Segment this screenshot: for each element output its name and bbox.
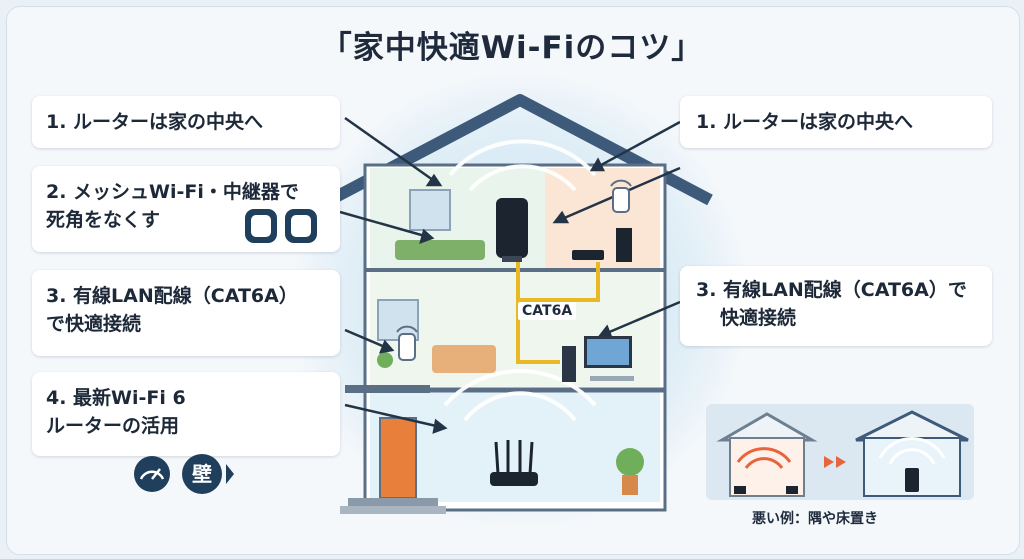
tip-mesh-wifi: 2. メッシュWi-Fi・中継器で 死角をなくす <box>32 166 340 252</box>
game-console-icon <box>572 228 632 262</box>
wifi-extender-icon <box>610 179 632 213</box>
bad-example-caption: 悪い例：隅や床置き <box>752 511 878 527</box>
desktop-computer-icon <box>562 336 634 382</box>
bad-example-illustration <box>716 410 969 497</box>
tip-router-center-right: 1. ルーターは家の中央へ <box>680 96 992 148</box>
tip-wired-lan-right: 3. 有線LAN配線（CAT6A）で 快適接続 <box>680 266 992 346</box>
router-icon <box>496 198 528 262</box>
chevron-right-icon <box>226 464 234 484</box>
tip-router-center: 1. ルーターは家の中央へ <box>32 96 340 148</box>
cable-label: CAT6A <box>518 302 577 320</box>
wall-icon-label: 壁 <box>192 462 212 486</box>
wifi-extender-icon <box>396 325 418 361</box>
page-title: 「家中快適Wi-Fiのコツ」 <box>320 30 704 66</box>
speed-gauge-icon <box>134 456 170 492</box>
wall-icon: 壁 <box>182 454 222 494</box>
router-icon <box>490 440 538 486</box>
mesh-node-icon <box>245 209 277 243</box>
tip-wired-lan: 3. 有線LAN配線（CAT6A） で快適接続 <box>32 270 340 356</box>
mesh-node-icon <box>285 209 317 243</box>
tip-wifi6: 4. 最新Wi-Fi 6 ルーターの活用 <box>32 372 340 456</box>
